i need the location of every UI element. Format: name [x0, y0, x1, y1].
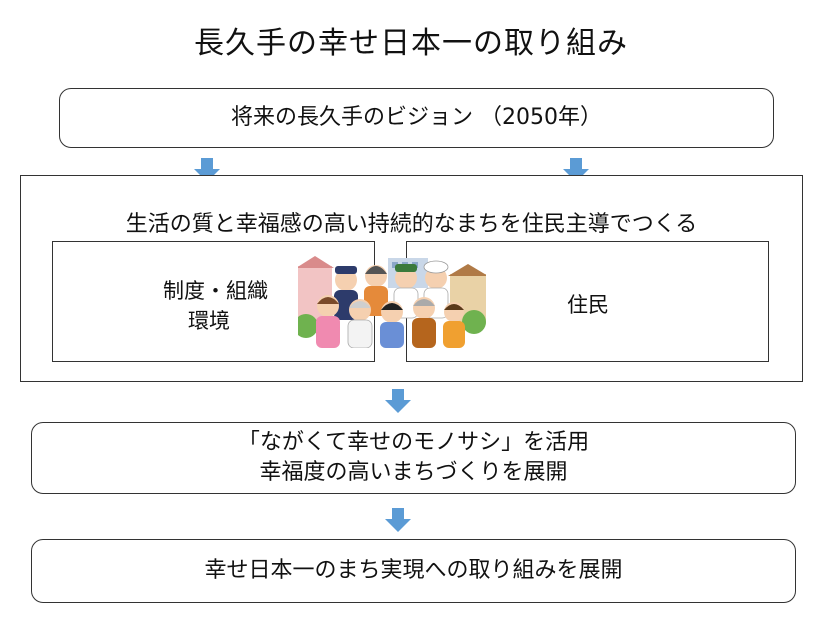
left-panel-text: 制度・組織 環境 [148, 276, 283, 336]
main-goal-text: 生活の質と幸福感の高い持続的なまちを住民主導でつくる [125, 212, 698, 237]
step1-line2: 幸福度の高いまちづくりを展開 [259, 460, 568, 485]
step1-line1: 「ながくて幸せのモノサシ」を活用 [237, 430, 590, 455]
vision-box: 将来の長久手のビジョン （2050年） [59, 88, 774, 148]
step2-text: 幸せ日本一のまち実現への取り組みを展開 [204, 558, 623, 583]
step1-box: 「ながくて幸せのモノサシ」を活用 幸福度の高いまちづくりを展開 [31, 422, 796, 494]
down-arrow-icon [563, 158, 589, 182]
community-people-illustration [298, 256, 486, 348]
vision-text: 将来の長久手のビジョン （2050年） [231, 105, 602, 130]
step2-box: 幸せ日本一のまち実現への取り組みを展開 [31, 539, 796, 603]
left-panel-line2: 環境 [188, 309, 230, 333]
down-arrow-icon [385, 508, 411, 532]
down-arrow-icon [194, 158, 220, 182]
down-arrow-icon [385, 389, 411, 413]
left-panel-line1: 制度・組織 [163, 279, 268, 303]
right-panel-text: 住民 [567, 293, 609, 317]
diagram-title: 長久手の幸せ日本一の取り組み [194, 26, 628, 61]
